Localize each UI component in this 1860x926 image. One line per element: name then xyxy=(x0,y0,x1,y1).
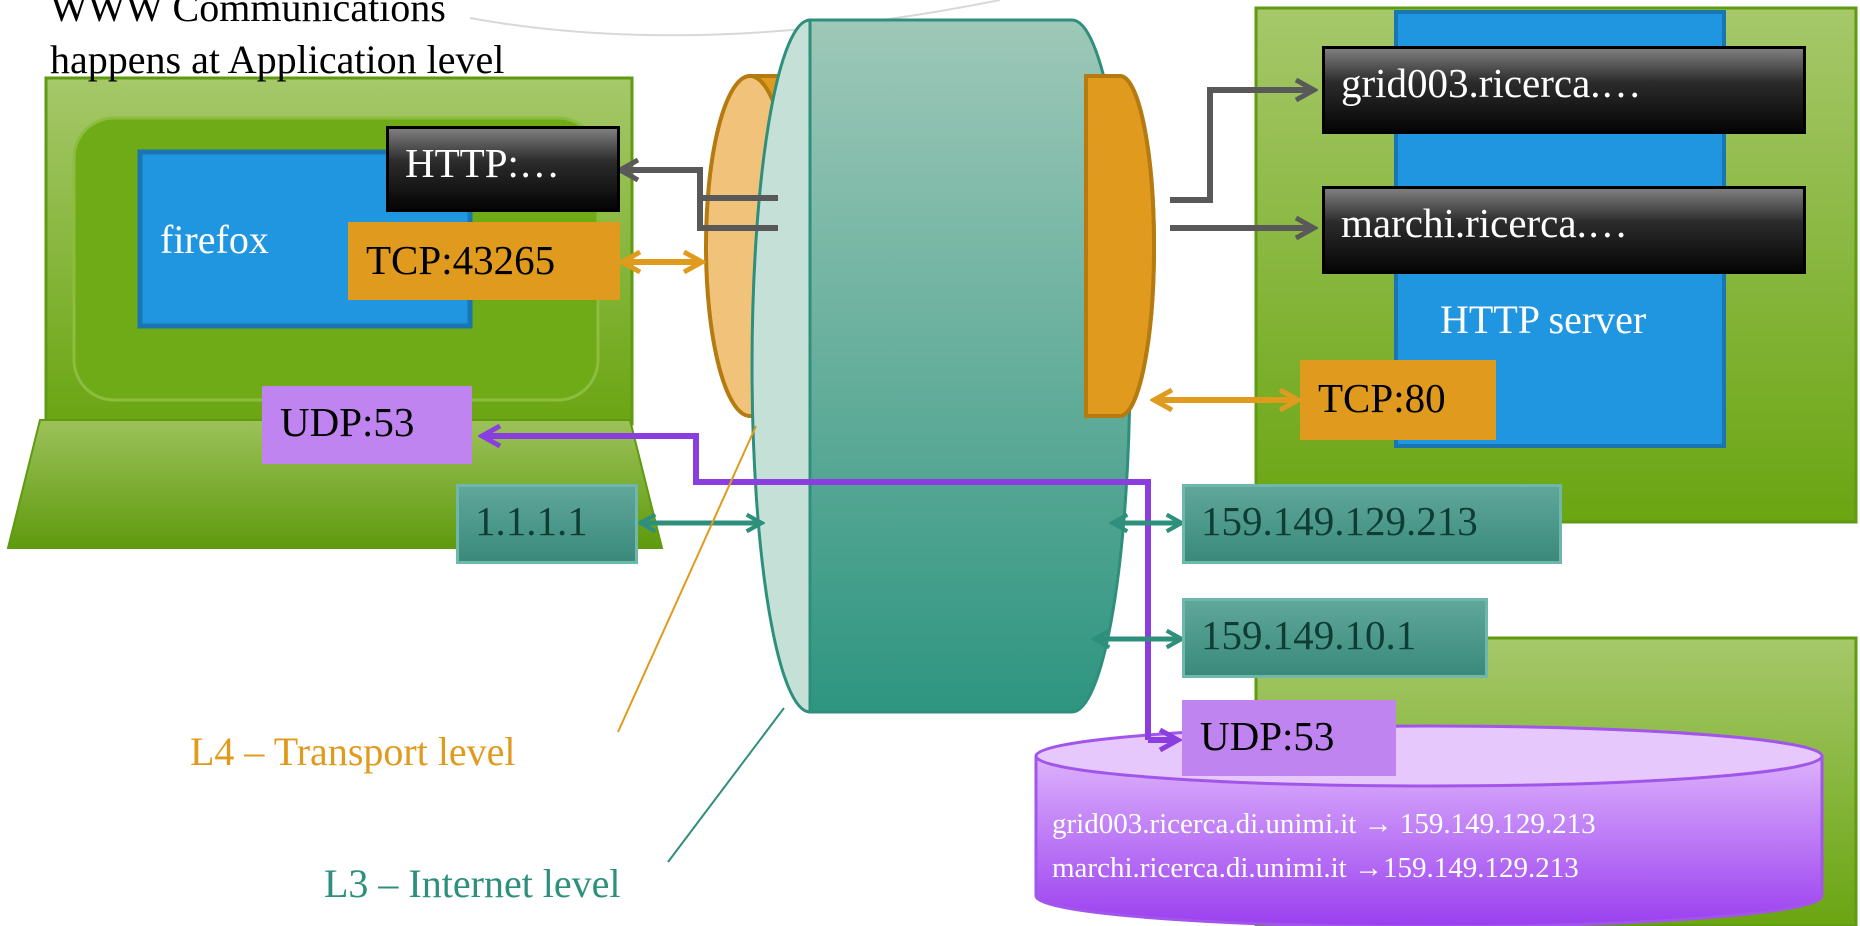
dns-record-2: marchi.ricerca.di.unimi.it →159.149.129.… xyxy=(1052,852,1579,884)
vhost-marchi: marchi.ricerca.… xyxy=(1322,186,1806,274)
http-arrow-to-client xyxy=(622,170,778,201)
udp-dns-path xyxy=(484,436,1151,740)
firefox-label: firefox xyxy=(160,217,269,262)
dns-record-1: grid003.ricerca.di.unimi.it → 159.149.12… xyxy=(1052,808,1596,840)
transport-pointer-line xyxy=(617,425,757,733)
http-arrow-to-vhost1 xyxy=(1170,90,1312,203)
client-ip-address: 1.1.1.1 xyxy=(456,484,638,564)
transport-level-caption: L4 – Transport level xyxy=(190,729,516,774)
client-udp-port: UDP:53 xyxy=(262,386,472,464)
transport-ring-front xyxy=(1084,74,1156,418)
http-label: HTTP:… xyxy=(386,126,620,212)
http-arrow-stub xyxy=(697,198,778,231)
internet-pointer-line xyxy=(667,707,785,863)
http-server-label: HTTP server xyxy=(1440,297,1647,342)
decorative-arc xyxy=(469,0,1001,37)
internet-level-caption: L3 – Internet level xyxy=(324,861,621,906)
dns-ip-address: 159.149.10.1 xyxy=(1182,598,1488,678)
server-ip-address: 159.149.129.213 xyxy=(1182,484,1562,564)
client-tcp-port: TCP:43265 xyxy=(348,222,620,300)
vhost-grid003: grid003.ricerca.… xyxy=(1322,46,1806,134)
title-line-1: WWW Communications xyxy=(50,0,446,30)
internet-ring xyxy=(750,18,1132,714)
server-tcp-port: TCP:80 xyxy=(1300,360,1496,440)
title-line-2: happens at Application level xyxy=(50,37,505,82)
dns-udp-port: UDP:53 xyxy=(1182,700,1396,776)
